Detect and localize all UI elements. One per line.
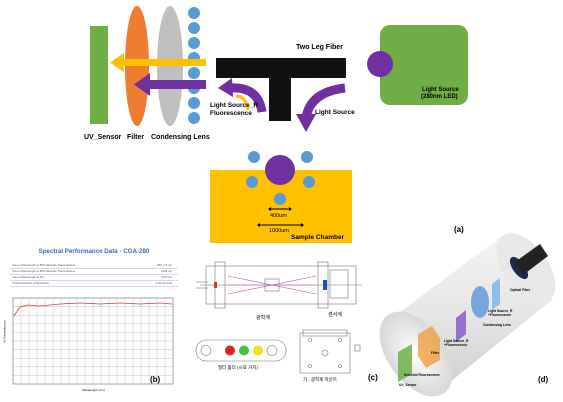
- spec-name: Thickness/Index of Refraction: [12, 281, 49, 285]
- label-two-leg-fiber: Two Leg Fiber: [296, 44, 343, 51]
- label-led-line2: (280nm LED): [421, 94, 458, 100]
- label-optic: 광학계: [256, 315, 270, 321]
- optic-red-mark: [214, 282, 217, 288]
- label-light-source: Light Source: [315, 109, 355, 116]
- panel-label-b: (b): [150, 375, 161, 384]
- panel-label-d: (d): [538, 375, 549, 384]
- spec-row: Cut-on Wavelength at 50% Absolute Transm…: [10, 262, 178, 269]
- label-dim-1000: 1000um: [269, 228, 289, 234]
- purple-arrow-left: [134, 73, 206, 96]
- particle: [188, 97, 200, 109]
- sample-particle: [246, 176, 258, 188]
- particle: [188, 112, 200, 124]
- fiber-top-bar: [216, 58, 346, 78]
- led-light-source-box: [380, 25, 468, 105]
- sample-particle: [301, 151, 313, 163]
- d-label-optical-fiber: Optical Fiber: [510, 288, 531, 292]
- optic-mount-drawing: [299, 329, 351, 374]
- particle: [188, 22, 200, 34]
- label-dim-400: 400um: [270, 213, 287, 219]
- spec-value: ≥270 nm: [161, 275, 172, 279]
- plot-xlabel: Wavelength (nm): [82, 388, 105, 392]
- spec-name: Cut-on Wavelength at 5%: [12, 275, 44, 279]
- label-optic-mount: 가 : 광학계 마운트: [303, 377, 337, 382]
- panel-label-c: (c): [368, 373, 378, 382]
- filter-slot-yellow: [253, 345, 263, 356]
- sample-particle: [303, 176, 315, 188]
- sample-particle: [248, 151, 260, 163]
- spec-value: ≤290 nm: [161, 269, 172, 273]
- housing-drawing: [196, 261, 362, 309]
- label-filter: Filter: [127, 134, 145, 141]
- led-emitter: [367, 51, 393, 77]
- sensor-blue-mark: [323, 280, 327, 290]
- mount-side-mark: [354, 344, 361, 352]
- lens-blue-small: [492, 278, 500, 310]
- filter-slot-red: [225, 345, 235, 356]
- d-label-uv-sensor: UV_Sensor: [399, 383, 417, 387]
- sample-particle: [274, 193, 286, 205]
- spec-row: Thickness/Index of Refraction 1.0/(nomina…: [10, 280, 178, 287]
- d-label-light-source-r: Light Source_R: [488, 309, 513, 313]
- label-sample-chamber: Sample Chamber: [291, 234, 345, 241]
- particle: [188, 7, 200, 19]
- label-light-source-r: Light Source_R: [210, 102, 259, 109]
- particle: [188, 67, 200, 79]
- curved-arrow-yellow: [235, 94, 250, 111]
- spec-value: 1.0/(nominal): [155, 281, 172, 285]
- panel-label-a: (a): [454, 225, 464, 234]
- d-label-light-source-r2: Light Source_R: [444, 339, 469, 343]
- d-label-fluorescence2: +Fluorescence: [444, 343, 468, 347]
- filter-slot-white: [266, 345, 278, 356]
- orange-cube: [418, 326, 440, 368]
- green-sensor-3d: [398, 344, 412, 382]
- curved-arrow-light-source: [301, 83, 346, 120]
- label-uv-sensor: UV_Sensor: [84, 134, 122, 141]
- label-sample-holder: 필터 홀더 (시료 거치): [218, 365, 258, 370]
- condensing-lens-3d: [471, 286, 489, 318]
- sample-particle-large: [265, 155, 295, 185]
- d-label-filter: Filter: [431, 351, 440, 355]
- label-condensing-lens: Condensing Lens: [151, 134, 210, 141]
- uv-sensor-block: [90, 26, 108, 124]
- d-label-fluorescence: +Fluorescence: [488, 313, 512, 317]
- filter-slot-empty: [200, 345, 212, 356]
- spec-row: Cut-on Wavelength at 80% Absolute Transm…: [10, 268, 178, 275]
- filter-holder-drawing: [195, 339, 287, 362]
- particle: [188, 37, 200, 49]
- label-sensor: 센서계: [328, 312, 342, 318]
- d-label-condensing-lens: Condensing Lens: [483, 323, 511, 327]
- curved-arrow-fluorescence: [229, 83, 267, 113]
- yellow-arrow: [110, 53, 206, 72]
- label-fluorescence: Fluorescence: [210, 110, 252, 117]
- spec-value: 280 +/-5 nm: [156, 263, 172, 267]
- d-label-selected-fluorescence: Selected Fluorescence: [404, 373, 440, 377]
- fiber-stem: [269, 76, 291, 121]
- spec-name: Cut-on Wavelength at 80% Absolute Transm…: [12, 269, 76, 273]
- optical-fiber: [515, 244, 548, 275]
- spec-row: Cut-on Wavelength at 5% ≥270 nm: [10, 274, 178, 281]
- label-led-line1: Light Source: [422, 87, 459, 93]
- filter-slot-green: [239, 345, 249, 356]
- purple-plate: [456, 310, 466, 342]
- spectral-title: Spectral Performance Data - CGA-280: [38, 248, 150, 255]
- spec-name: Cut-on Wavelength at 50% Absolute Transm…: [12, 263, 76, 267]
